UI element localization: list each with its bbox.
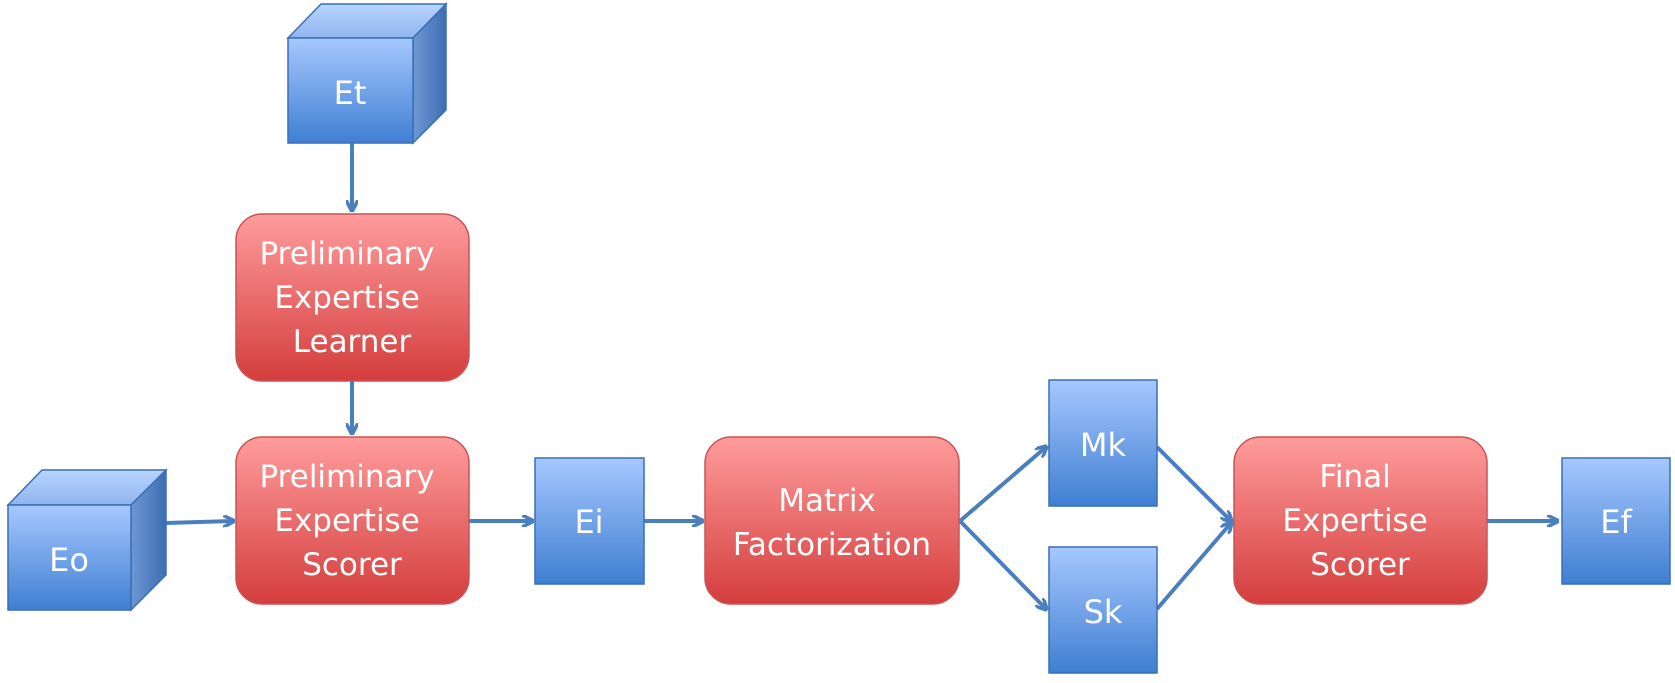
data-box	[1561, 457, 1671, 585]
cube-front-face	[287, 37, 414, 144]
process-box	[235, 213, 470, 382]
svg-text:Preliminary Expertise: Preliminary Expertise Learner	[260, 236, 445, 360]
node-ei: Ei	[534, 457, 645, 585]
node-et-label: Et	[334, 74, 367, 112]
data-box	[1048, 546, 1158, 674]
svg-text:Preliminary Expertise: Preliminary Expertise Scorer	[260, 459, 445, 583]
edge-mf-to-mk	[958, 447, 1046, 523]
data-box	[1048, 379, 1158, 507]
node-pes-line-2: Expertise	[274, 503, 419, 539]
node-mk-label: Mk	[1080, 426, 1127, 464]
data-box	[534, 457, 645, 585]
node-pes-line-1: Preliminary	[260, 459, 435, 495]
node-et-cube: Et	[286, 2, 448, 145]
node-mf-line-2: Factorization	[733, 527, 931, 563]
cube-front-face	[7, 504, 132, 611]
node-eo-label: Eo	[49, 541, 89, 579]
node-matrix-factorization: Matrix Factorization	[704, 436, 960, 605]
node-ef: Ef	[1561, 457, 1671, 585]
svg-text:Final Expertise Sc: Final Expertise Scorer	[1282, 459, 1437, 583]
node-preliminary-expertise-learner: Preliminary Expertise Learner	[235, 213, 470, 382]
node-sk-label: Sk	[1084, 593, 1123, 631]
process-box	[235, 436, 470, 605]
node-sk: Sk	[1048, 546, 1158, 674]
process-box	[704, 436, 960, 605]
node-mk: Mk	[1048, 379, 1158, 507]
node-ei-label: Ei	[574, 503, 603, 541]
node-mf-line-1: Matrix	[778, 483, 876, 519]
node-pel-line-1: Preliminary	[260, 236, 435, 272]
node-pes-line-3: Scorer	[302, 547, 402, 583]
node-pel-line-2: Expertise	[274, 280, 419, 316]
node-fes-line-3: Scorer	[1310, 547, 1410, 583]
edge-mf-to-sk	[958, 519, 1046, 609]
node-fes-line-2: Expertise	[1282, 503, 1427, 539]
svg-text:Matrix Factorization: Matrix Factorization	[733, 483, 931, 563]
edge-eo-to-scorer	[165, 521, 233, 523]
edge-mk-to-final	[1155, 445, 1231, 521]
process-box	[1233, 436, 1488, 605]
edges	[165, 143, 1557, 611]
node-fes-line-1: Final	[1319, 459, 1390, 495]
edge-sk-to-final	[1155, 523, 1231, 611]
node-eo-cube: Eo	[6, 468, 168, 612]
node-preliminary-expertise-scorer: Preliminary Expertise Scorer	[235, 436, 470, 605]
node-final-expertise-scorer: Final Expertise Scorer	[1233, 436, 1488, 605]
node-pel-line-3: Learner	[293, 324, 412, 360]
node-ef-label: Ef	[1600, 503, 1632, 541]
